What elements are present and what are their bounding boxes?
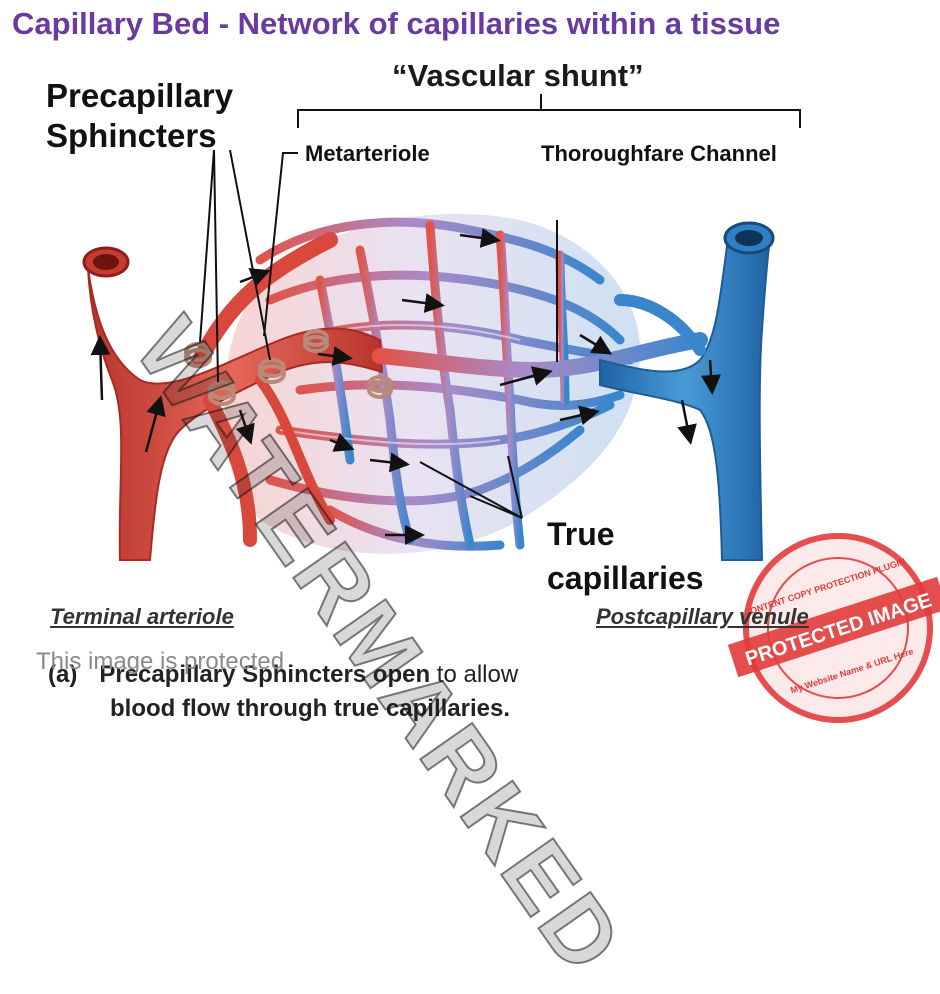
vascular-shunt-label: “Vascular shunt” xyxy=(392,58,644,93)
figure-caption: (a) Precapillary Sphincters open to allow… xyxy=(48,658,518,726)
postcapillary-venule-label: Postcapillary venule xyxy=(596,604,809,629)
true-capillaries-label: True capillaries xyxy=(547,516,704,596)
diagram-illustration: PROTECTED IMAGE CONTENT COPY PROTECTION … xyxy=(82,94,940,723)
caption-line2: blood flow through true capillaries. xyxy=(110,695,511,722)
postcapillary-venule xyxy=(599,221,775,561)
protection-stamp: PROTECTED IMAGE CONTENT COPY PROTECTION … xyxy=(727,533,940,723)
capillary-bed-diagram: PROTECTED IMAGE CONTENT COPY PROTECTION … xyxy=(12,6,940,993)
precapillary-sphincters-label: Precapillary Sphincters xyxy=(46,77,234,154)
metarteriole-label: Metarteriole xyxy=(305,141,430,166)
leader-lines xyxy=(199,94,801,519)
caption-label: (a) xyxy=(48,661,78,688)
thoroughfare-channel-label: Thoroughfare Channel xyxy=(541,141,777,166)
caption-rest: to allow xyxy=(430,661,519,688)
protected-notice: This image is protected xyxy=(36,648,285,675)
capillary-network xyxy=(224,213,641,554)
diagram-title: Capillary Bed - Network of capillaries w… xyxy=(12,6,781,41)
precapillary-sphincters xyxy=(184,329,393,406)
flow-arrows xyxy=(90,228,721,545)
caption-bold: Precapillary Sphincters open xyxy=(99,661,431,688)
terminal-arteriole-label: Terminal arteriole xyxy=(50,604,234,629)
